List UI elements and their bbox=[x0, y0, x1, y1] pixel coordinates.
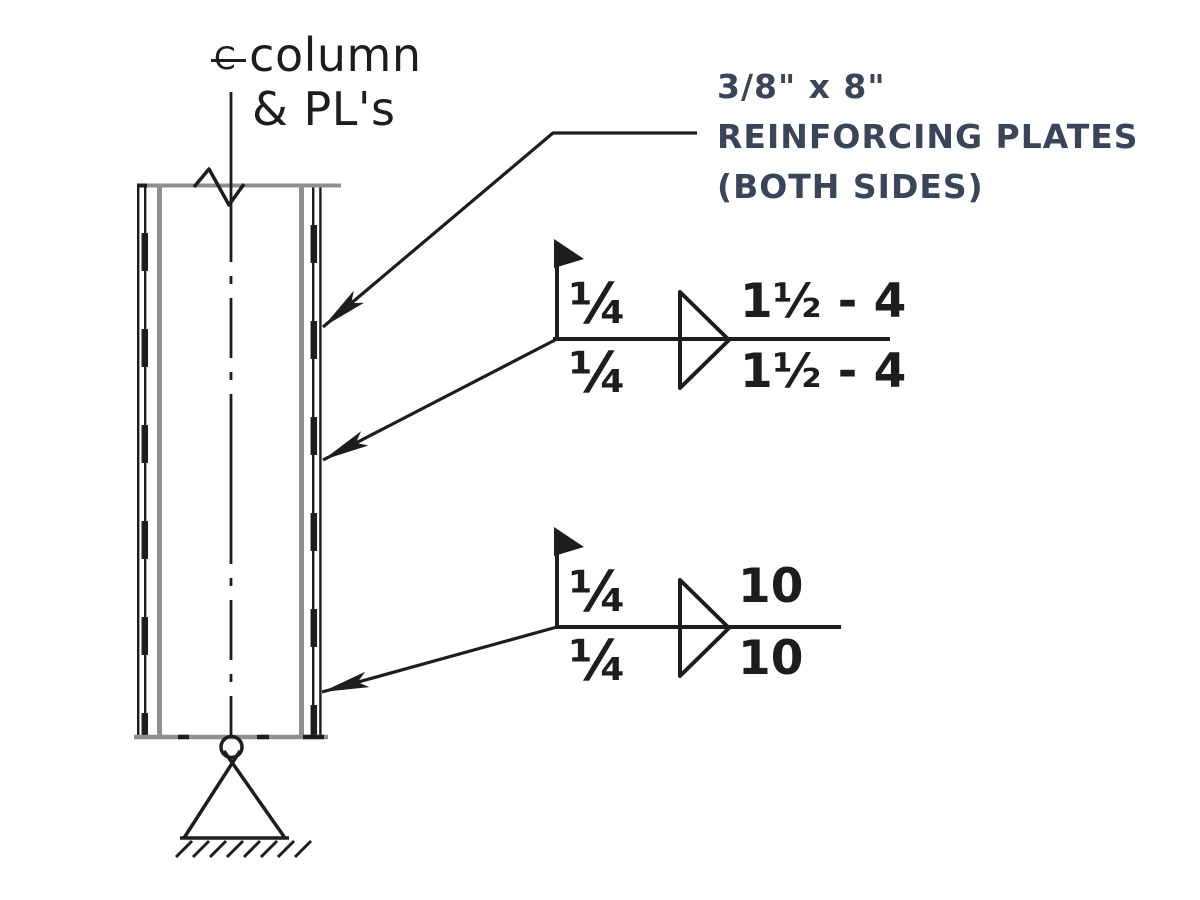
weld-lower-size-below-label: ¼ bbox=[569, 629, 627, 694]
weld-lower-spec-above-label: 10 bbox=[738, 559, 804, 614]
weld-upper-spec-above-label: 1½ - 4 bbox=[740, 274, 907, 329]
hatch-mark bbox=[174, 839, 194, 859]
hatch-mark bbox=[191, 839, 211, 859]
weld-upper-size-below-label: ¼ bbox=[569, 341, 627, 406]
reinforcing-plates-note: 3/8" x 8" REINFORCING PLATES (BOTH SIDES… bbox=[717, 62, 1139, 212]
weld-upper-size-above-label: ¼ bbox=[569, 272, 627, 337]
weld-symbol-lower bbox=[554, 527, 841, 678]
centerline-symbol-icon: C bbox=[211, 44, 246, 75]
fillet-weld-triangle-icon bbox=[678, 578, 731, 678]
note-leader-arrow bbox=[321, 131, 697, 329]
hatch-mark bbox=[293, 839, 313, 859]
hatch-mark bbox=[259, 839, 279, 859]
column-centerline-label-line2: & PL's bbox=[252, 86, 395, 132]
hatch-mark bbox=[225, 839, 245, 859]
support-leg-left bbox=[182, 750, 242, 839]
weld-upper-spec-below-label: 1½ - 4 bbox=[740, 344, 907, 399]
note-line-sides: (BOTH SIDES) bbox=[717, 167, 984, 206]
ground-hatching bbox=[174, 839, 313, 859]
pin-support bbox=[174, 734, 313, 859]
lower-weld-leader-arrow bbox=[321, 625, 558, 694]
centerline-symbol-bar bbox=[211, 58, 246, 62]
hatch-mark bbox=[242, 839, 262, 859]
reinforcing-plate-right bbox=[310, 186, 322, 737]
weld-symbol-upper bbox=[553, 239, 890, 390]
field-weld-flag-icon bbox=[554, 527, 584, 556]
hatch-mark bbox=[208, 839, 228, 859]
field-weld-flag-icon bbox=[554, 239, 584, 268]
column bbox=[134, 92, 341, 740]
note-line-plates: REINFORCING PLATES bbox=[717, 117, 1139, 156]
pin-circle bbox=[219, 734, 244, 760]
hatch-mark bbox=[276, 839, 296, 859]
reinforcing-plate-left bbox=[136, 186, 149, 737]
plates-label-text: & PL's bbox=[252, 82, 396, 136]
fillet-weld-triangle-icon bbox=[678, 290, 731, 390]
weld-lower-size-above-label: ¼ bbox=[569, 560, 627, 625]
upper-weld-leader-arrow bbox=[322, 338, 556, 462]
column-label-text: column bbox=[249, 28, 422, 82]
support-leg-right bbox=[222, 749, 287, 840]
note-line-size: 3/8" x 8" bbox=[717, 67, 886, 106]
break-symbol bbox=[192, 167, 246, 207]
weld-lower-spec-below-label: 10 bbox=[738, 631, 804, 686]
